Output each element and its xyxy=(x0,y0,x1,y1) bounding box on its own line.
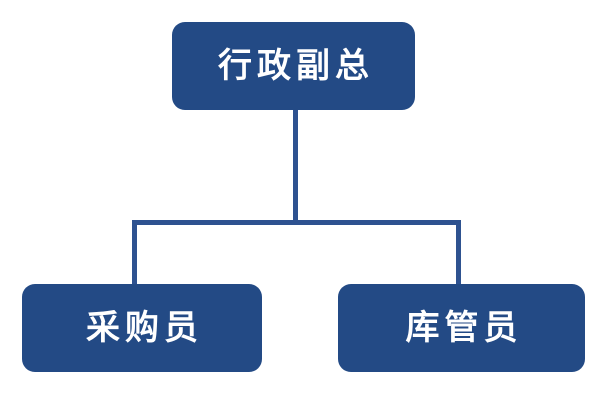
org-node-purchaser[interactable]: 采购员 xyxy=(22,284,262,372)
connector-root-stem xyxy=(293,108,298,225)
connector-drop-to-child-1 xyxy=(456,220,461,286)
org-node-purchaser-label: 采购员 xyxy=(86,308,203,348)
org-node-warehouse-keeper[interactable]: 库管员 xyxy=(338,284,585,372)
connector-drop-to-child-0 xyxy=(132,220,137,286)
org-node-root-label: 行政副总 xyxy=(218,46,374,86)
org-node-root[interactable]: 行政副总 xyxy=(172,22,415,110)
connector-horizontal-bus xyxy=(132,220,461,225)
org-node-warehouse-keeper-label: 库管员 xyxy=(405,308,523,348)
